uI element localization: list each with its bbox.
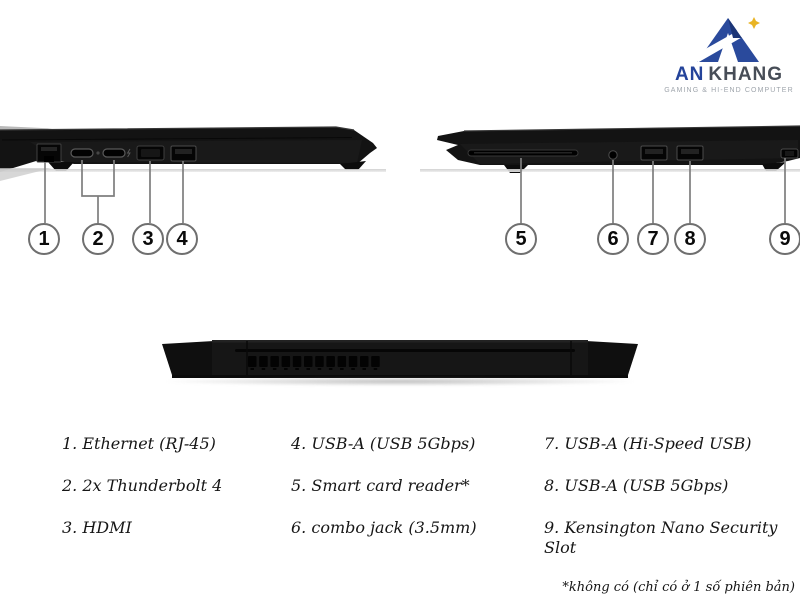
brand-logo-icon bbox=[696, 17, 760, 63]
desk-shadow-back bbox=[166, 377, 634, 386]
legend-column-right: 7. USB-A (Hi-Speed USB) 8. USB-A (USB 5G… bbox=[544, 434, 782, 580]
legend-item-2: 2. 2x Thunderbolt 4 bbox=[62, 476, 223, 495]
callout-circle-5: 5 bbox=[505, 223, 537, 255]
legend-column-left: 1. Ethernet (RJ-45) 2. 2x Thunderbolt 4 … bbox=[62, 434, 284, 560]
laptop-body bbox=[212, 340, 588, 377]
smart-card-reader-slot bbox=[467, 149, 579, 157]
usb-a-port bbox=[676, 145, 704, 161]
brand-name-primary: AN bbox=[674, 64, 705, 85]
hinge-left bbox=[162, 341, 214, 377]
thunderbolt-port-2 bbox=[102, 148, 126, 158]
callout-circle-2: 2 bbox=[82, 223, 114, 255]
usb-a-port bbox=[640, 145, 668, 161]
callout-circle-8: 8 bbox=[674, 223, 706, 255]
kensington-lock-slot bbox=[780, 148, 799, 159]
usb-a-port bbox=[170, 145, 197, 162]
legend-item-1: 1. Ethernet (RJ-45) bbox=[62, 434, 216, 453]
legend-item-5: 5. Smart card reader* bbox=[291, 476, 470, 495]
desk-shadow-right bbox=[420, 169, 800, 172]
star-icon bbox=[748, 17, 760, 29]
legend-item-6: 6. combo jack (3.5mm) bbox=[291, 518, 477, 537]
callout-circle-7: 7 bbox=[637, 223, 669, 255]
rear-recess bbox=[235, 349, 575, 352]
callout-circle-1: 1 bbox=[28, 223, 60, 255]
legend-item-4: 4. USB-A (USB 5Gbps) bbox=[291, 434, 476, 453]
callout-circle-4: 4 bbox=[166, 223, 198, 255]
reset-pinhole bbox=[96, 151, 100, 155]
vent-grille bbox=[248, 356, 380, 370]
combo-jack-port bbox=[608, 150, 618, 160]
callout-circle-3: 3 bbox=[132, 223, 164, 255]
callout-circle-9: 9 bbox=[769, 223, 800, 255]
legend-item-7: 7. USB-A (Hi-Speed USB) bbox=[544, 434, 752, 453]
thunderbolt-port-1 bbox=[70, 148, 94, 158]
legend-item-9: 9. Kensington Nano Security Slot bbox=[544, 518, 778, 557]
ethernet-port bbox=[36, 143, 62, 163]
callout-circle-6: 6 bbox=[597, 223, 629, 255]
laptop-right-side-view bbox=[437, 125, 800, 173]
legend-item-8: 8. USB-A (USB 5Gbps) bbox=[544, 476, 729, 495]
legend-column-center: 4. USB-A (USB 5Gbps) 5. Smart card reade… bbox=[291, 434, 533, 560]
legend-item-3: 3. HDMI bbox=[62, 518, 132, 537]
laptop-left-side-view bbox=[0, 126, 377, 172]
hdmi-port bbox=[136, 145, 165, 161]
hinge-right bbox=[586, 341, 638, 377]
laptop-back-view bbox=[162, 340, 638, 378]
brand-name-secondary: KHANG bbox=[708, 64, 784, 85]
desk-shadow-left bbox=[0, 169, 386, 172]
thunderbolt-icon bbox=[126, 148, 131, 158]
footnote: *không có (chỉ có ở 1 số phiên bản) bbox=[562, 580, 795, 595]
brand-tagline: GAMING & HI-END COMPUTER bbox=[664, 87, 794, 94]
